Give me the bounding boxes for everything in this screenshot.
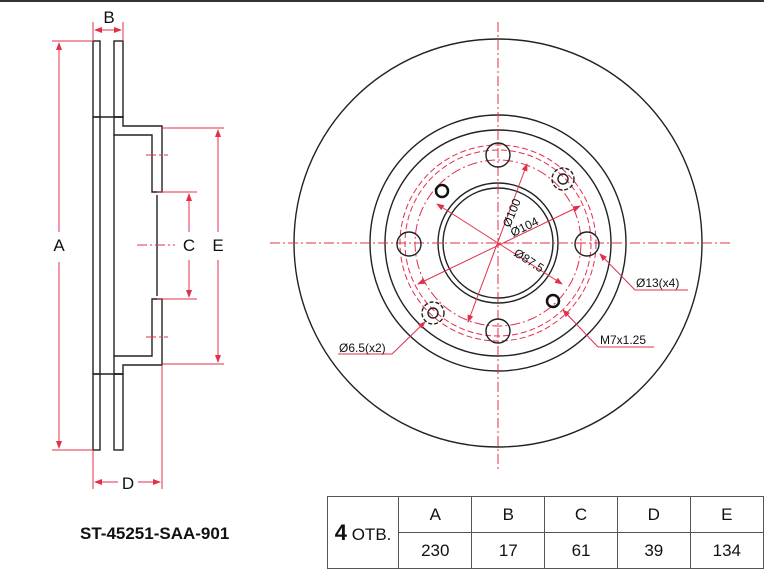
bolt-hole bbox=[396, 231, 422, 257]
pin-hole-callout: Ø6.5(x2) bbox=[339, 341, 386, 355]
header-c: C bbox=[544, 496, 618, 533]
value-e: 134 bbox=[689, 532, 764, 569]
thread-callout: M7x1.25 bbox=[600, 333, 646, 347]
hole-count: 4 ОТВ. bbox=[326, 496, 400, 569]
value-b: 17 bbox=[471, 532, 546, 569]
dim-label-a: A bbox=[53, 236, 65, 255]
dim-label-b: B bbox=[103, 8, 114, 27]
header-e: E bbox=[689, 496, 764, 533]
dim-label-e: E bbox=[212, 236, 223, 255]
value-c: 61 bbox=[544, 532, 618, 569]
threaded-hole bbox=[545, 293, 561, 309]
header-b: B bbox=[471, 496, 546, 533]
part-number: ST-45251-SAA-901 bbox=[80, 524, 230, 543]
value-a: 230 bbox=[398, 532, 473, 569]
dim-label-c: C bbox=[183, 236, 195, 255]
bolt-hole bbox=[574, 231, 600, 257]
dim-label-d: D bbox=[122, 474, 134, 493]
spec-table: 4 ОТВ. A B C D E 230 17 61 39 134 bbox=[326, 496, 764, 569]
bolt-hole-callout: Ø13(x4) bbox=[636, 276, 679, 290]
value-d: 39 bbox=[616, 532, 691, 569]
header-d: D bbox=[616, 496, 691, 533]
header-a: A bbox=[398, 496, 473, 533]
threaded-hole bbox=[434, 183, 450, 199]
front-view: Ø100 Ø104 Ø87.5 Ø13(x4) M7x1.25 Ø6.5(x2) bbox=[270, 22, 730, 470]
pcd-87-label: Ø87.5 bbox=[511, 246, 546, 276]
side-view: A B C E D bbox=[52, 8, 224, 493]
